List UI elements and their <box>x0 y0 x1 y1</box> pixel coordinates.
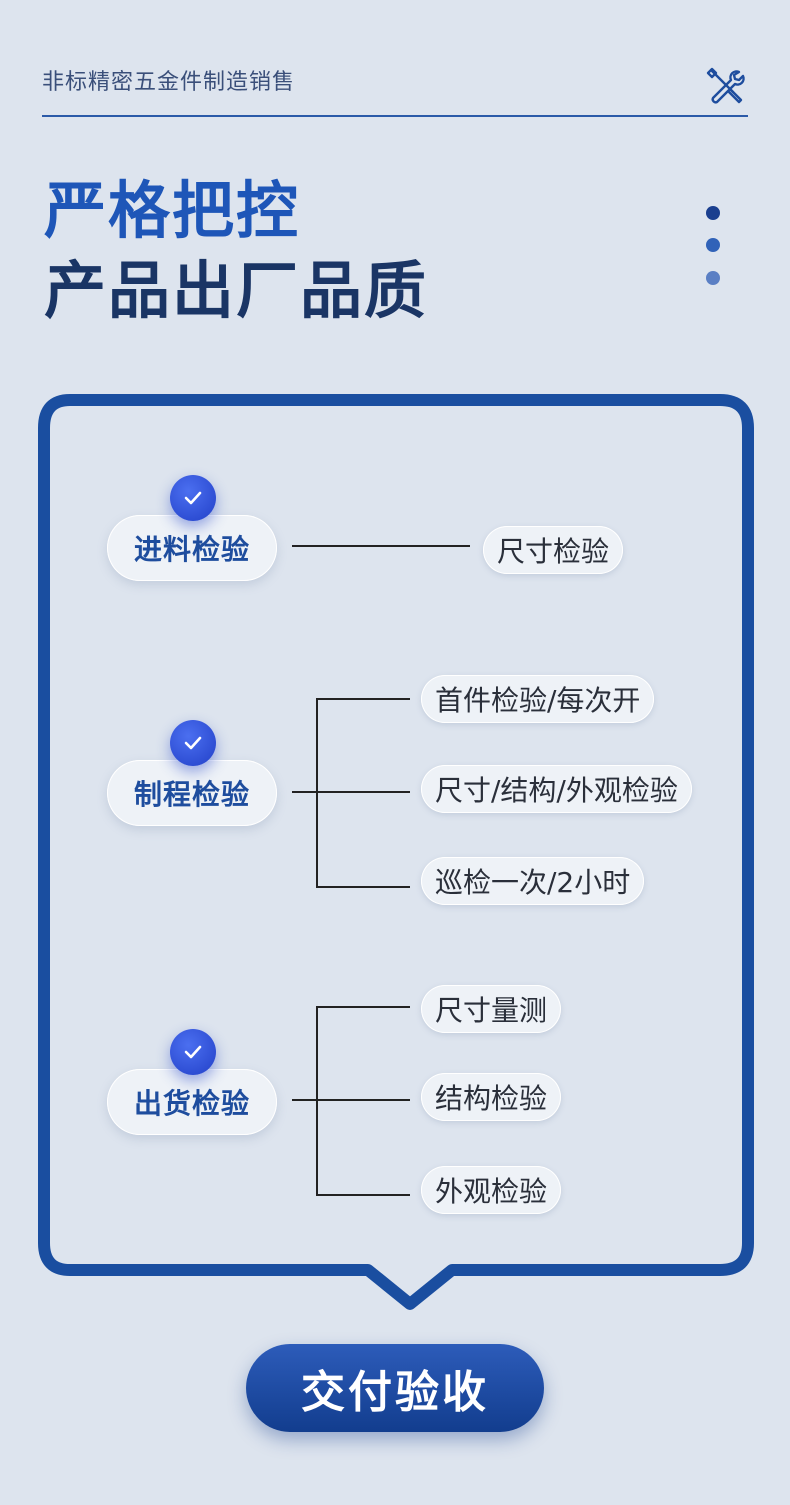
inspection-item: 尺寸量测 <box>421 985 562 1033</box>
header-subtitle: 非标精密五金件制造销售 <box>42 70 296 95</box>
inspection-item: 首件检验/每次开 <box>421 675 655 723</box>
delivery-acceptance-button[interactable]: 交付验收 <box>246 1344 544 1432</box>
connector-line <box>316 1006 410 1008</box>
connector-line <box>316 1194 410 1196</box>
item-label: 外观检验 <box>435 1175 548 1208</box>
decor-dot <box>706 206 720 220</box>
item-label: 尺寸量测 <box>435 994 548 1027</box>
item-label: 尺寸/结构/外观检验 <box>435 774 678 807</box>
inspection-item: 巡检一次/2小时 <box>421 857 645 905</box>
header-divider <box>42 115 748 117</box>
connector-line <box>292 545 470 547</box>
title-line-2: 产品出厂品质 <box>44 254 429 327</box>
stage-label: 进料检验 <box>133 533 250 566</box>
connector-line <box>292 1099 410 1101</box>
inspection-item: 尺寸检验 <box>483 526 624 574</box>
title-line-1: 严格把控 <box>44 174 301 247</box>
item-label: 巡检一次/2小时 <box>435 866 631 899</box>
decor-dot <box>706 238 720 252</box>
stage-label: 出货检验 <box>133 1087 250 1120</box>
connector-line <box>316 1006 318 1194</box>
delivery-acceptance-label: 交付验收 <box>301 1367 489 1418</box>
connector-line <box>316 886 410 888</box>
inspection-item: 结构检验 <box>421 1073 562 1121</box>
stage-shipment-inspection: 出货检验 <box>107 1069 277 1135</box>
connector-line <box>316 698 318 886</box>
check-icon <box>170 1029 216 1075</box>
stage-process-inspection: 制程检验 <box>107 760 277 826</box>
check-icon <box>170 475 216 521</box>
item-label: 首件检验/每次开 <box>435 684 641 717</box>
stage-label: 制程检验 <box>133 778 250 811</box>
inspection-item: 尺寸/结构/外观检验 <box>421 765 692 813</box>
connector-line <box>316 698 410 700</box>
check-icon <box>170 720 216 766</box>
decor-dot <box>706 271 720 285</box>
inspection-item: 外观检验 <box>421 1166 562 1214</box>
item-label: 尺寸检验 <box>497 535 610 568</box>
stage-incoming-inspection: 进料检验 <box>107 515 277 581</box>
connector-line <box>292 791 410 793</box>
item-label: 结构检验 <box>435 1082 548 1115</box>
wrench-screwdriver-icon <box>706 67 745 104</box>
